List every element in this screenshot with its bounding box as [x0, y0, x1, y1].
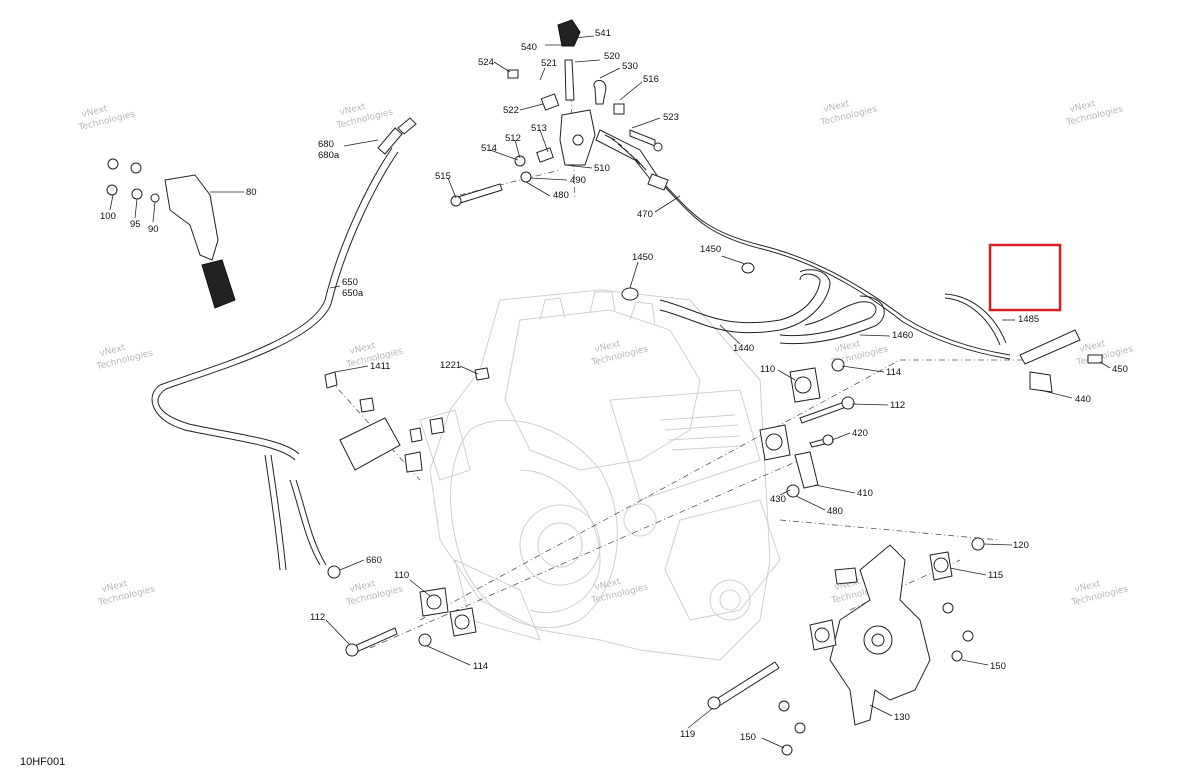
callout-100: 100 — [100, 211, 116, 222]
callout-430: 430 — [770, 494, 786, 505]
callout-650a: 650a — [342, 288, 364, 299]
callout-95: 95 — [130, 219, 141, 230]
upper-right-parts — [759, 329, 1103, 498]
callout-1450-a: 1450 — [632, 252, 653, 263]
callout-440: 440 — [1075, 394, 1091, 405]
callout-119: 119 — [680, 729, 695, 740]
callout-1450-b: 1450 — [700, 244, 721, 255]
callout-110-upper: 110 — [760, 364, 775, 375]
fitting-680 — [377, 117, 417, 155]
callout-1485: 1485 — [1018, 314, 1039, 325]
callout-480-lower: 480 — [827, 506, 843, 517]
callout-680: 680 — [318, 139, 334, 150]
callout-516: 516 — [643, 74, 659, 85]
callout-120: 120 — [1013, 540, 1029, 551]
callout-660: 660 — [366, 555, 382, 566]
callout-470: 470 — [637, 209, 653, 220]
callout-80: 80 — [246, 187, 257, 198]
callout-labels: 540 541 524 521 520 530 516 522 523 513 … — [100, 28, 1128, 743]
hose-clamps — [621, 262, 755, 301]
callout-1460: 1460 — [892, 330, 913, 341]
callout-515: 515 — [435, 171, 451, 182]
left-bracket-parts — [324, 367, 490, 473]
callout-112-lower: 112 — [310, 612, 325, 623]
callout-521: 521 — [541, 58, 557, 69]
lower-left-parts — [327, 565, 477, 657]
leader-lines — [109, 35, 1111, 749]
callout-115: 115 — [988, 570, 1003, 581]
lower-right-bracket — [707, 537, 985, 756]
callout-114-upper: 114 — [886, 367, 901, 378]
callout-530: 530 — [622, 61, 638, 72]
diagram-id: 10HF001 — [20, 756, 65, 768]
callout-410: 410 — [857, 488, 873, 499]
callout-90: 90 — [148, 224, 159, 235]
callout-150-right: 150 — [990, 661, 1006, 672]
shifter-assembly — [450, 19, 669, 207]
engine-outline — [419, 289, 781, 661]
cables-and-hoses — [151, 147, 1011, 571]
callout-450: 450 — [1112, 364, 1128, 375]
alignment-lines — [329, 69, 1030, 649]
callout-523: 523 — [663, 112, 679, 123]
callout-110-lower: 110 — [394, 570, 409, 581]
callout-540: 540 — [521, 42, 537, 53]
callout-514: 514 — [481, 143, 497, 154]
callout-420: 420 — [852, 428, 868, 439]
callout-510: 510 — [594, 163, 610, 174]
callout-513: 513 — [531, 123, 547, 134]
callout-490: 490 — [570, 175, 586, 186]
pedal-assembly — [106, 158, 236, 309]
callout-1221: 1221 — [440, 360, 461, 371]
callout-522: 522 — [503, 105, 519, 116]
callout-480: 480 — [553, 190, 569, 201]
callout-541: 541 — [595, 28, 611, 39]
callout-1411: 1411 — [370, 361, 390, 372]
callout-520: 520 — [604, 51, 620, 62]
highlight-box — [988, 243, 1062, 312]
callout-112-upper: 112 — [890, 400, 905, 411]
callout-150-bottom: 150 — [740, 732, 756, 743]
callout-512: 512 — [505, 133, 521, 144]
callout-524: 524 — [478, 57, 494, 68]
callout-680a: 680a — [318, 150, 340, 161]
callout-130: 130 — [894, 712, 910, 723]
callout-650: 650 — [342, 277, 358, 288]
callout-114-lower: 114 — [473, 661, 488, 672]
callout-1440: 1440 — [733, 343, 754, 354]
